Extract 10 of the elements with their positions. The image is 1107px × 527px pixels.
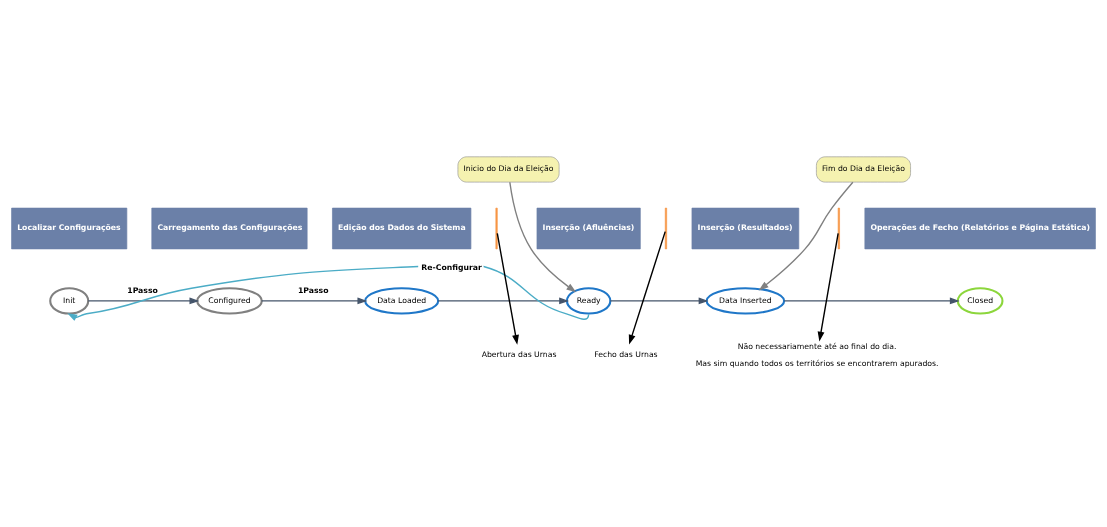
arrow (758, 181, 854, 290)
arrow (260, 296, 368, 304)
arrow (628, 230, 666, 345)
arrow (509, 181, 577, 292)
arrow (87, 296, 200, 304)
arrow (437, 296, 570, 304)
arrow (496, 232, 519, 345)
arrow (609, 296, 709, 304)
arrow (783, 296, 960, 304)
arrow (817, 232, 839, 342)
